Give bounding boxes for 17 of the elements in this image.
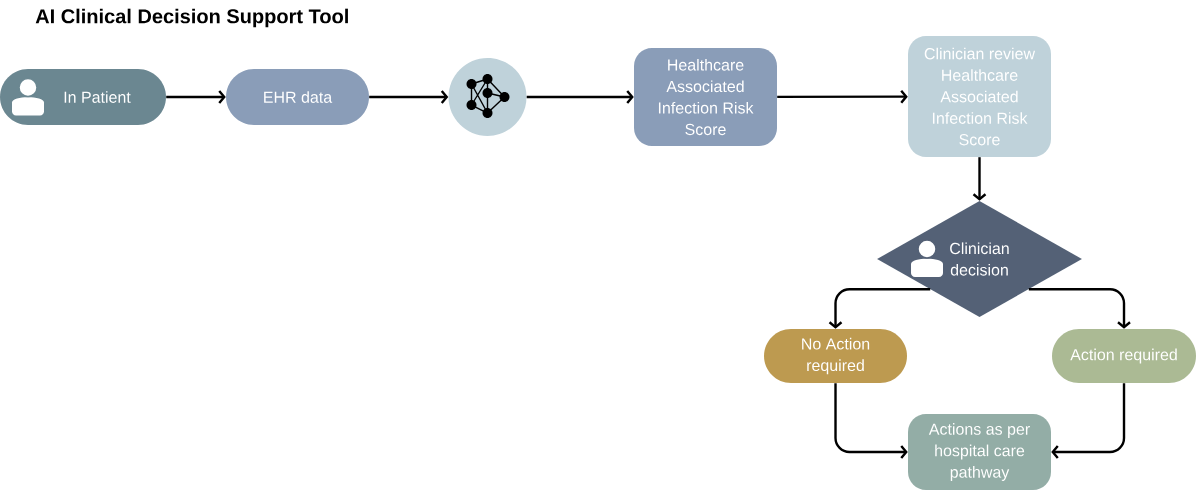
arrow	[369, 90, 449, 104]
arrow	[166, 90, 226, 104]
arrow	[777, 89, 908, 104]
arrow	[972, 157, 987, 201]
pill-box: EHR data	[226, 69, 369, 125]
rounded-box: Healthcare Associated Infection Risk Score	[634, 48, 777, 146]
arrow	[1028, 288, 1131, 329]
rounded-box: Actions as per hospital care pathway	[908, 414, 1051, 490]
pill-box: In Patient	[0, 69, 166, 125]
arrow	[1051, 383, 1126, 459]
arrow	[526, 90, 634, 104]
arrow	[828, 288, 931, 329]
pill-box: Action required	[1052, 329, 1196, 383]
pill-box: No Action required	[764, 329, 907, 383]
rounded-box: Clinician review Healthcare Associated Infection Risk Score	[908, 36, 1051, 157]
arrow	[834, 383, 908, 459]
title: AI Clinical Decision Support Tool	[35, 8, 348, 28]
